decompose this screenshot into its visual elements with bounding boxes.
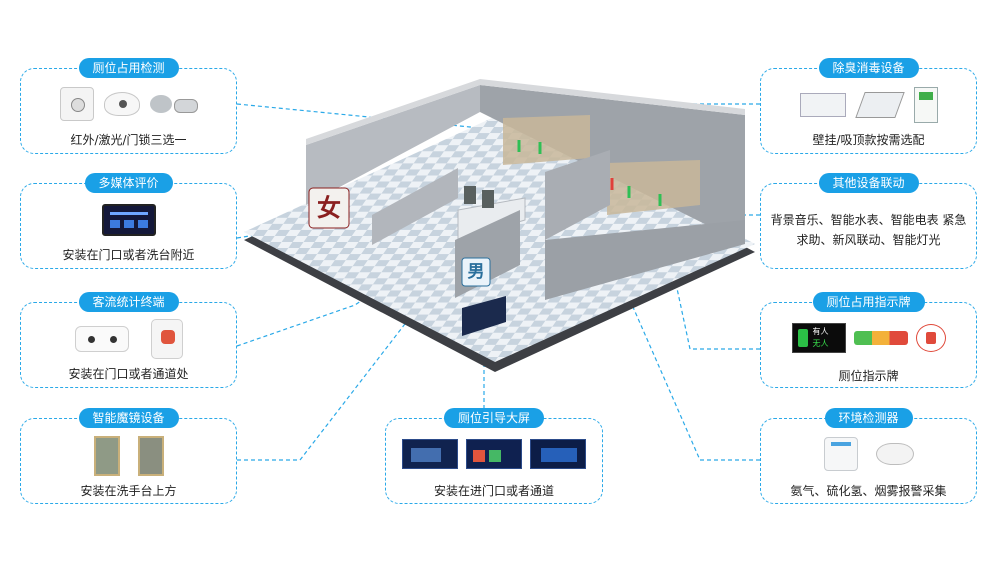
disinfector-icon: [913, 87, 938, 123]
card-title: 客流统计终端: [78, 292, 179, 312]
card-title: 厕位占用检测: [78, 58, 179, 78]
smoke-alarm-icon: [875, 443, 914, 465]
mirror-1: [464, 186, 476, 204]
card-occupancy-detection: 厕位占用检测 红外/激光/门锁三选一: [20, 58, 237, 154]
infrared-sensor-icon: [59, 87, 94, 121]
rating-tablet-icon: [101, 204, 156, 236]
card-title: 除臭消毒设备: [818, 58, 919, 78]
card-caption: 氨气、硫化氢、烟雾报警采集: [790, 484, 947, 498]
indicator-light-bar-icon: [853, 331, 908, 345]
smart-mirror-icon: [93, 436, 120, 476]
card-smart-mirror: 智能魔镜设备 安装在洗手台上方: [20, 408, 237, 504]
stall-block-1: [503, 115, 590, 165]
card-title: 厕位占用指示牌: [812, 292, 925, 312]
guide-screen-wall: [462, 296, 506, 336]
card-caption: 厕位指示牌: [838, 369, 899, 383]
indicator-occupied-text: 有人: [812, 327, 829, 336]
partition-wall: [545, 150, 610, 240]
card-multimedia-rating: 多媒体评价 安装在门口或者洗台附近: [20, 173, 237, 269]
card-title: 厕位引导大屏: [443, 408, 545, 428]
door-lock-icon: [149, 93, 198, 115]
female-sign-board: [308, 187, 350, 229]
card-title: 智能魔镜设备: [78, 408, 179, 428]
wall-deodorizer-icon: [799, 93, 846, 117]
traffic-counter-icon: [74, 326, 129, 352]
mirror-2: [482, 190, 494, 208]
gas-detector-icon: [823, 437, 858, 471]
back-left-wall: [306, 85, 480, 205]
card-deodorization: 除臭消毒设备 壁挂/吸顶款按需选配: [760, 58, 977, 154]
smart-mirror-icon: [137, 436, 164, 476]
card-title: 环境检测器: [824, 408, 913, 428]
front-wall-right: [545, 220, 745, 300]
laser-sensor-icon: [103, 92, 140, 116]
card-title: 多媒体评价: [84, 173, 173, 193]
sink-counter: [457, 197, 526, 241]
male-sign: 男: [467, 262, 485, 282]
card-stall-indicator: 厕位占用指示牌 有人 无人 厕位指示牌: [760, 292, 977, 388]
male-sign-board: [461, 257, 491, 287]
card-guide-screen: 厕位引导大屏 安装在进门口或者通道: [385, 408, 603, 504]
guide-screen-icon: [466, 439, 522, 469]
card-caption: 安装在门口或者洗台附近: [62, 248, 195, 262]
counter-terminal-icon: [150, 319, 183, 359]
card-title: 其他设备联动: [818, 173, 919, 193]
guide-screen-icon: [530, 439, 586, 469]
center-wall: [372, 168, 458, 245]
stall-block-2: [607, 160, 700, 215]
card-caption: 安装在进门口或者通道: [433, 484, 554, 498]
indicator-vacant-text: 无人: [812, 339, 829, 348]
indicator-sign-icon: 有人 无人: [791, 323, 846, 353]
card-caption: 安装在洗手台上方: [80, 484, 177, 498]
indicator-panel-icon: [915, 324, 946, 352]
card-caption: 安装在门口或者通道处: [68, 367, 189, 381]
ceiling-deodorizer-icon: [854, 92, 905, 118]
female-sign: 女: [317, 194, 341, 222]
card-device-linkage: 其他设备联动 背景音乐、智能水表、智能电表 紧急求助、新风联动、智能灯光: [760, 173, 977, 269]
card-caption: 壁挂/吸顶款按需选配: [812, 133, 925, 147]
card-environment-detector: 环境检测器 氨气、硫化氢、烟雾报警采集: [760, 408, 977, 504]
card-caption: 红外/激光/门锁三选一: [70, 133, 187, 147]
guide-screen-icon: [402, 439, 458, 469]
card-caption: 背景音乐、智能水表、智能电表 紧急求助、新风联动、智能灯光: [770, 213, 967, 247]
card-traffic-counter: 客流统计终端 安装在门口或者通道处: [20, 292, 237, 388]
